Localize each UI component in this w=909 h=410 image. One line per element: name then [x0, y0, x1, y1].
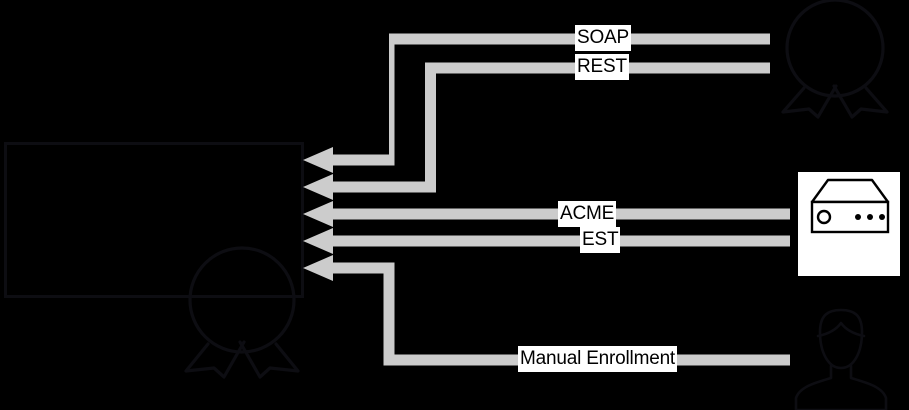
acme-flow[interactable]	[303, 201, 790, 227]
certificate-award-icon[interactable]	[781, 0, 889, 119]
edge-label-manual-enrollment: Manual Enrollment	[518, 346, 678, 372]
certificate-badge-icon[interactable]	[184, 246, 300, 379]
certificate-authority-panel[interactable]	[4, 142, 304, 298]
est-flow[interactable]	[303, 228, 790, 254]
soap-flow[interactable]	[303, 33, 770, 174]
edge-label-rest: REST	[575, 54, 629, 80]
edge-label-est: EST	[580, 227, 621, 253]
edge-label-soap: SOAP	[575, 25, 631, 51]
edge-label-acme: ACME	[558, 201, 617, 227]
user-person-icon[interactable]	[794, 308, 888, 410]
manual-enrollment-flow[interactable]	[303, 255, 790, 366]
server-appliance-icon[interactable]	[798, 172, 900, 276]
rest-flow[interactable]	[303, 62, 770, 201]
